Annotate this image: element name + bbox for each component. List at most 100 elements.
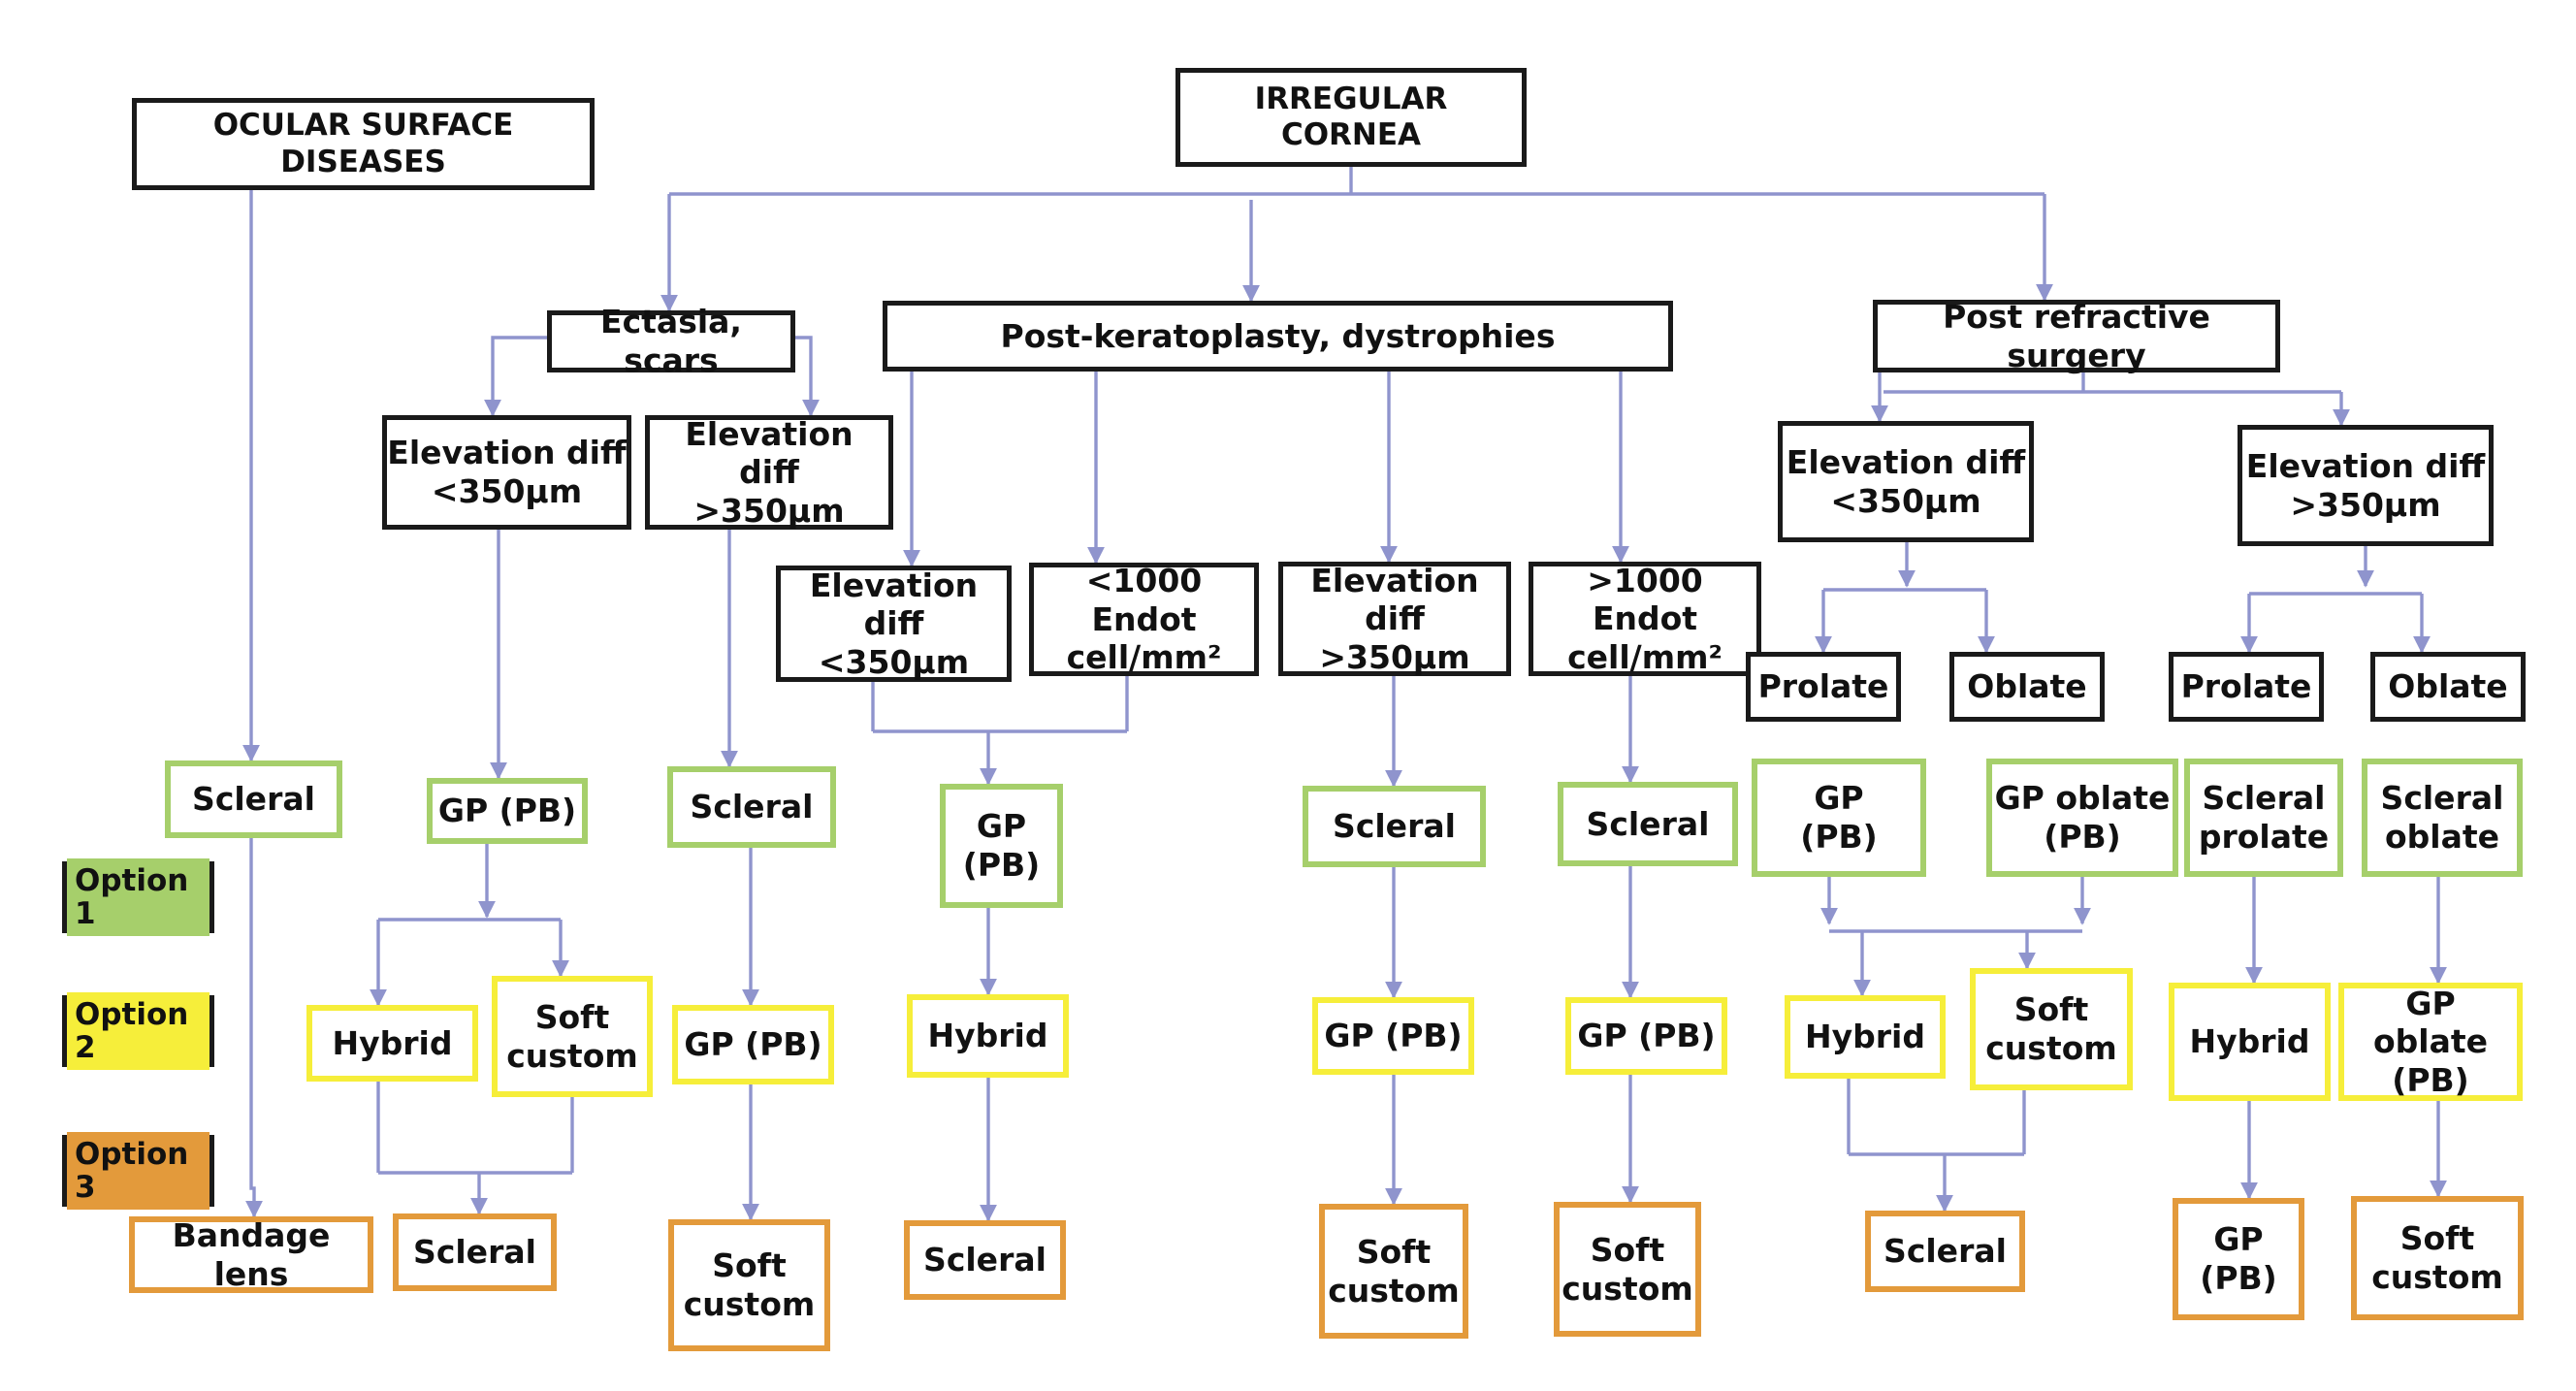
refractive-high-prolate-label: Prolate bbox=[2180, 667, 2312, 706]
category-post-keratoplasty: Post-keratoplasty, dystrophies bbox=[883, 301, 1673, 372]
ocular-option-1-label: Scleral bbox=[192, 780, 315, 819]
keratoplasty-elevation-low: Elevation diff <350µm bbox=[776, 566, 1012, 682]
category-ectasia-scars: Ectasia, scars bbox=[547, 303, 795, 379]
refractive-low-option-3: Scleral bbox=[1865, 1211, 2025, 1292]
ectasia-elevation-high-label: Elevation diff >350µm bbox=[685, 414, 853, 530]
connector-arrow bbox=[245, 838, 263, 1218]
refractive-high-oblate-option-1-label: Scleral oblate bbox=[2380, 779, 2504, 856]
ectasia-low-option-2-hybrid-label: Hybrid bbox=[332, 1023, 453, 1062]
refractive-high-oblate-option-3: Soft custom bbox=[2351, 1196, 2524, 1320]
keratoplasty-endot-high-option-1-label: Scleral bbox=[1586, 804, 1710, 843]
refractive-high-prolate-option-1: Scleral prolate bbox=[2184, 759, 2343, 877]
ectasia-low-option-2-hybrid: Hybrid bbox=[306, 1005, 478, 1082]
refractive-high-oblate-option-3-label: Soft custom bbox=[2371, 1219, 2503, 1296]
ectasia-low-option-1: GP (PB) bbox=[427, 778, 588, 844]
legend-option-2-label: Option 2 bbox=[67, 991, 209, 1071]
keratoplasty-low-option-1-label: GP (PB) bbox=[962, 807, 1041, 884]
refractive-high-prolate-option-2-label: Hybrid bbox=[2189, 1022, 2310, 1061]
ectasia-high-option-1-label: Scleral bbox=[690, 788, 814, 826]
legend-option-3: Option 3 bbox=[62, 1131, 214, 1211]
refractive-low-prolate: Prolate bbox=[1746, 652, 1901, 722]
refractive-low-option-2-soft-custom: Soft custom bbox=[1970, 968, 2133, 1090]
ectasia-elevation-low: Elevation diff <350µm bbox=[382, 415, 631, 530]
refractive-high-prolate-option-1-label: Scleral prolate bbox=[2198, 779, 2330, 856]
ocular-option-1-scleral: Scleral bbox=[165, 760, 342, 838]
ocular-option-3-label: Bandage lens bbox=[172, 1215, 331, 1293]
refractive-elevation-high-label: Elevation diff >350µm bbox=[2245, 446, 2486, 524]
keratoplasty-low-option-2-label: Hybrid bbox=[927, 1017, 1048, 1055]
refractive-low-oblate-label: Oblate bbox=[1967, 667, 2087, 706]
keratoplasty-elevation-low-label: Elevation diff <350µm bbox=[809, 566, 979, 681]
refractive-high-oblate-option-1: Scleral oblate bbox=[2362, 759, 2523, 877]
ectasia-high-option-3-label: Soft custom bbox=[683, 1246, 816, 1323]
keratoplasty-low-option-2: Hybrid bbox=[907, 994, 1069, 1078]
refractive-elevation-low: Elevation diff <350µm bbox=[1778, 421, 2034, 542]
keratoplasty-elevation-high-label: Elevation diff >350µm bbox=[1310, 561, 1479, 676]
keratoplasty-elev-high-option-1-label: Scleral bbox=[1333, 807, 1456, 846]
root-irregular-cornea: IRREGULAR CORNEA bbox=[1175, 68, 1527, 167]
keratoplasty-elev-high-option-2: GP (PB) bbox=[1312, 997, 1474, 1075]
keratoplasty-endot-high-option-2: GP (PB) bbox=[1565, 997, 1727, 1075]
keratoplasty-endot-low-label: <1000 Endot cell/mm² bbox=[1066, 562, 1222, 677]
refractive-high-oblate-label: Oblate bbox=[2388, 667, 2508, 706]
refractive-high-prolate: Prolate bbox=[2169, 652, 2324, 722]
keratoplasty-endot-high-option-1: Scleral bbox=[1558, 782, 1738, 866]
keratoplasty-endot-high-label: >1000 Endot cell/mm² bbox=[1567, 561, 1723, 676]
keratoplasty-low-option-3: Scleral bbox=[904, 1220, 1066, 1300]
connector-arrow bbox=[795, 336, 820, 417]
ocular-option-3-bandage-lens: Bandage lens bbox=[129, 1216, 373, 1293]
refractive-low-option-2-hybrid: Hybrid bbox=[1785, 995, 1946, 1079]
category-ectasia-scars-label: Ectasia, scars bbox=[600, 303, 742, 379]
root-irregular-cornea-label: IRREGULAR CORNEA bbox=[1254, 81, 1448, 152]
keratoplasty-endot-high-option-3-label: Soft custom bbox=[1562, 1230, 1693, 1308]
refractive-elevation-low-label: Elevation diff <350µm bbox=[1786, 442, 2026, 520]
keratoplasty-elev-high-option-3: Soft custom bbox=[1319, 1204, 1468, 1339]
connector-arrow bbox=[484, 336, 547, 417]
category-post-refractive-surgery-label: Post refractive surgery bbox=[1943, 297, 2210, 374]
refractive-elevation-high: Elevation diff >350µm bbox=[2238, 425, 2494, 546]
category-post-refractive-surgery: Post refractive surgery bbox=[1873, 297, 2280, 374]
ectasia-low-option-3-label: Scleral bbox=[413, 1233, 536, 1272]
ectasia-low-option-2-soft-custom-label: Soft custom bbox=[506, 997, 638, 1075]
ectasia-high-option-2-label: GP (PB) bbox=[684, 1025, 822, 1064]
ectasia-low-option-3: Scleral bbox=[393, 1213, 557, 1291]
keratoplasty-elev-high-option-2-label: GP (PB) bbox=[1324, 1017, 1463, 1055]
keratoplasty-endot-high-option-3: Soft custom bbox=[1554, 1202, 1701, 1337]
refractive-low-prolate-label: Prolate bbox=[1757, 667, 1889, 706]
legend-option-1: Option 1 bbox=[62, 857, 214, 937]
keratoplasty-endot-low: <1000 Endot cell/mm² bbox=[1029, 562, 1259, 677]
refractive-high-oblate: Oblate bbox=[2370, 652, 2526, 722]
refractive-high-prolate-option-2: Hybrid bbox=[2169, 983, 2331, 1101]
refractive-high-oblate-option-2-label: GP oblate (PB) bbox=[2372, 984, 2489, 1099]
legend-option-2: Option 2 bbox=[62, 991, 214, 1071]
refractive-low-oblate: Oblate bbox=[1949, 652, 2105, 722]
ectasia-elevation-low-label: Elevation diff <350µm bbox=[387, 434, 627, 510]
keratoplasty-endot-high-option-2-label: GP (PB) bbox=[1577, 1017, 1716, 1055]
refractive-low-prolate-option-1-label: GP (PB) bbox=[1800, 779, 1878, 856]
refractive-low-prolate-option-1: GP (PB) bbox=[1752, 759, 1926, 877]
ectasia-low-option-1-label: GP (PB) bbox=[437, 792, 577, 830]
keratoplasty-elev-high-option-1: Scleral bbox=[1303, 786, 1486, 867]
root-ocular-surface-diseases-label: OCULAR SURFACE DISEASES bbox=[212, 108, 514, 179]
legend-option-3-label: Option 3 bbox=[67, 1131, 209, 1211]
ectasia-low-option-2-soft-custom: Soft custom bbox=[492, 976, 653, 1097]
category-post-keratoplasty-label: Post-keratoplasty, dystrophies bbox=[1000, 316, 1556, 355]
legend-option-1-label: Option 1 bbox=[67, 857, 209, 937]
refractive-low-oblate-option-1-label: GP oblate (PB) bbox=[1994, 779, 2171, 856]
keratoplasty-low-option-3-label: Scleral bbox=[923, 1241, 1046, 1279]
refractive-low-option-3-label: Scleral bbox=[1884, 1232, 2007, 1271]
refractive-high-oblate-option-2: GP oblate (PB) bbox=[2338, 983, 2523, 1101]
refractive-low-option-2-soft-custom-label: Soft custom bbox=[1985, 990, 2117, 1067]
ectasia-elevation-high: Elevation diff >350µm bbox=[645, 415, 893, 530]
keratoplasty-endot-high: >1000 Endot cell/mm² bbox=[1529, 562, 1761, 676]
refractive-low-option-2-hybrid-label: Hybrid bbox=[1805, 1018, 1925, 1056]
keratoplasty-elevation-high: Elevation diff >350µm bbox=[1278, 562, 1511, 676]
ectasia-high-option-1: Scleral bbox=[667, 766, 836, 848]
refractive-high-prolate-option-3-label: GP (PB) bbox=[2200, 1220, 2277, 1297]
ectasia-high-option-3: Soft custom bbox=[668, 1219, 830, 1351]
root-ocular-surface-diseases: OCULAR SURFACE DISEASES bbox=[132, 98, 595, 190]
refractive-high-prolate-option-3: GP (PB) bbox=[2173, 1198, 2304, 1320]
ectasia-high-option-2: GP (PB) bbox=[672, 1005, 834, 1084]
